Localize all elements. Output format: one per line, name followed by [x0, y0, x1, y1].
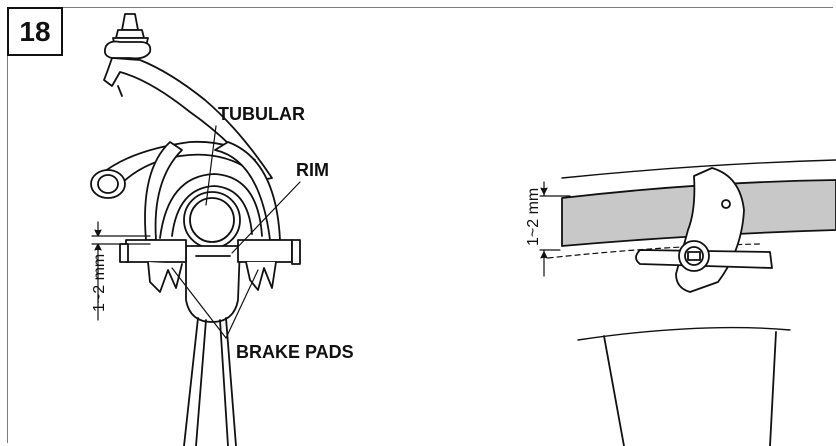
leader-lines-left — [171, 125, 301, 339]
label-tubular: TUBULAR — [218, 104, 305, 124]
label-gap-left: 1~2 mm — [91, 254, 108, 312]
rim-side-view-illustration — [547, 159, 836, 446]
step-number: 18 — [19, 15, 51, 47]
caliper-brake-illustration — [90, 13, 301, 446]
step-number-badge: 18 — [7, 7, 63, 56]
label-rim: RIM — [296, 160, 329, 180]
diagram-frame — [7, 7, 833, 443]
label-brake-pads: BRAKE PADS — [236, 342, 354, 362]
gap-dimension-right — [539, 181, 571, 277]
gap-dimension-left — [91, 221, 151, 321]
label-gap-right: 1~2 mm — [525, 188, 542, 246]
